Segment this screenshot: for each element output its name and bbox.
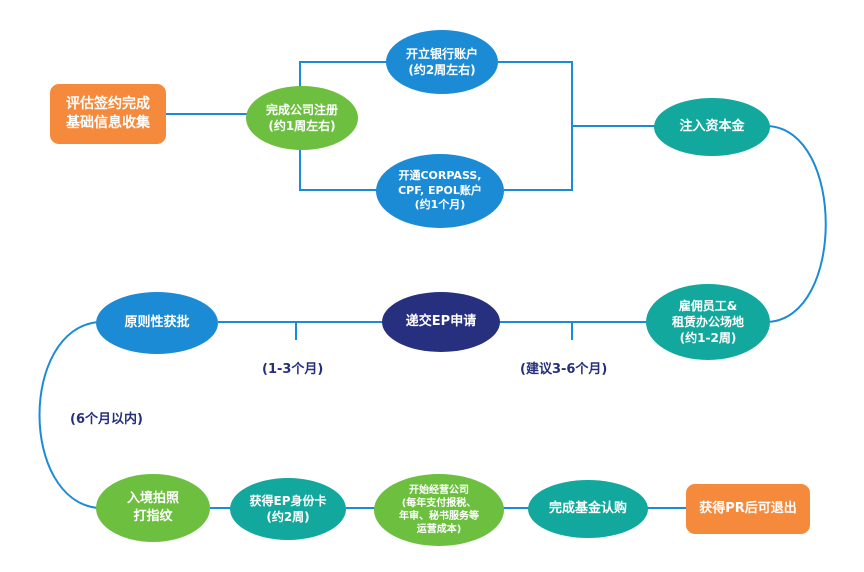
connector-register-corpass <box>299 140 380 191</box>
connector-bank-join <box>498 61 573 191</box>
ep-card-node: 获得EP身份卡 (约2周) <box>230 478 346 540</box>
connector-capital-hire <box>767 125 827 323</box>
inject-capital-label: 注入资本金 <box>679 119 745 135</box>
start-operation-label: 开始经营公司 (每年支付报税、 年审、秘书服务等 运营成本) <box>399 485 479 535</box>
approval-node: 原则性获批 <box>96 292 218 354</box>
open-corpass-label: 开通CORPASS, CPF, EPOL账户 (约1个月) <box>398 168 482 212</box>
submit-ep-label: 递交EP申请 <box>405 314 477 330</box>
fund-subscription-node: 完成基金认购 <box>528 480 648 538</box>
hire-staff-node: 雇佣员工& 租赁办公场地 (约1-2周) <box>646 284 770 360</box>
inject-capital-node: 注入资本金 <box>654 98 770 156</box>
assessment-node: 评估签约完成 基础信息收集 <box>50 84 166 144</box>
approval-label: 原则性获批 <box>124 315 190 331</box>
open-bank-node: 开立银行账户 (约2周左右) <box>386 30 498 94</box>
connector-register-bank <box>299 61 390 88</box>
connector-approval-entry <box>38 321 99 509</box>
hire-staff-label: 雇佣员工& 租赁办公场地 (约1-2周) <box>671 298 744 346</box>
register-company-label: 完成公司注册 (约1周左右) <box>265 102 338 133</box>
submit-ep-node: 递交EP申请 <box>382 292 500 352</box>
pr-exit-node: 获得PR后可退出 <box>686 484 810 534</box>
open-bank-label: 开立银行账户 (约2周左右) <box>405 46 478 77</box>
fund-subscription-label: 完成基金认购 <box>548 501 627 517</box>
entry-fingerprint-node: 入境拍照 打指纹 <box>96 474 210 542</box>
register-company-node: 完成公司注册 (约1周左右) <box>246 86 358 150</box>
entry-fingerprint-label: 入境拍照 打指纹 <box>126 491 179 524</box>
open-corpass-node: 开通CORPASS, CPF, EPOL账户 (约1个月) <box>376 154 504 228</box>
assessment-label: 评估签约完成 基础信息收集 <box>66 96 150 131</box>
start-operation-node: 开始经营公司 (每年支付报税、 年审、秘书服务等 运营成本) <box>374 474 504 546</box>
ep-duration-note: (1-3个月) <box>262 362 324 377</box>
suggest-duration-note: (建议3-6个月) <box>520 362 608 377</box>
pr-exit-label: 获得PR后可退出 <box>699 501 797 517</box>
ep-card-label: 获得EP身份卡 (约2周) <box>249 493 327 524</box>
within-six-months-note: (6个月以内) <box>70 412 143 427</box>
